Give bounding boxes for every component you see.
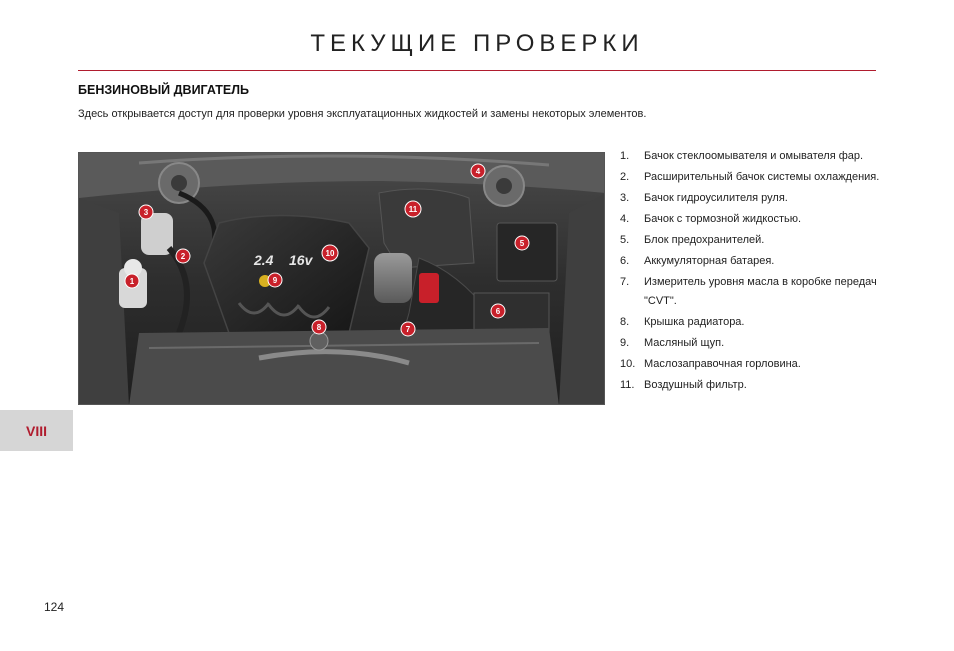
engine-cover-displacement: 2.4 [253, 252, 274, 268]
marker-1: 1 [124, 273, 140, 289]
section-heading: БЕНЗИНОВЫЙ ДВИГАТЕЛЬ [78, 83, 249, 97]
svg-text:10: 10 [326, 249, 335, 258]
marker-5: 5 [514, 235, 530, 251]
marker-10: 10 [321, 244, 339, 262]
list-item: 5.Блок предохранителей. [620, 234, 765, 246]
list-item: 1.Бачок стеклоомывателя и омывателя фар. [620, 150, 864, 162]
svg-text:5: 5 [520, 239, 525, 248]
svg-text:11: 11 [409, 205, 418, 214]
svg-text:9: 9 [273, 276, 278, 285]
svg-text:8: 8 [317, 323, 322, 332]
list-item: 8.Крышка радиатора. [620, 316, 745, 328]
parts-list: 1.Бачок стеклоомывателя и омывателя фар.… [620, 147, 890, 397]
marker-3: 3 [138, 204, 154, 220]
chapter-tab: VIII [0, 410, 73, 451]
engine-cover-valves: 16v [289, 252, 314, 268]
svg-text:1: 1 [130, 277, 135, 286]
page-title: ТЕКУЩИЕ ПРОВЕРКИ [310, 30, 644, 57]
marker-8: 8 [311, 319, 327, 335]
marker-6: 6 [490, 303, 506, 319]
list-item: 6.Аккумуляторная батарея. [620, 255, 775, 267]
svg-text:4: 4 [476, 167, 481, 176]
svg-text:6: 6 [496, 307, 501, 316]
svg-text:3: 3 [144, 208, 149, 217]
list-item: 10.Маслозаправочная горловина. [620, 358, 801, 370]
svg-text:7: 7 [406, 325, 411, 334]
engine-bay-photo: 2.4 16v 1 2 3 [78, 152, 605, 405]
svg-text:2: 2 [181, 252, 186, 261]
marker-9: 9 [267, 272, 283, 288]
chapter-tab-label: VIII [25, 422, 47, 439]
list-item: 2.Расширительный бачок системы охлаждени… [620, 171, 880, 183]
list-item: 7.Измеритель уровня масла в коробке пере… [620, 276, 877, 307]
marker-4: 4 [470, 163, 486, 179]
marker-7: 7 [400, 321, 416, 337]
list-item: 4.Бачок с тормозной жидкостью. [620, 213, 802, 225]
marker-2: 2 [175, 248, 191, 264]
page-number: 124 [44, 600, 65, 614]
list-item: 11.Воздушный фильтр. [620, 379, 747, 391]
list-item: 3.Бачок гидроусилителя руля. [620, 192, 788, 204]
marker-11: 11 [404, 200, 422, 218]
list-item: 9.Масляный щуп. [620, 337, 725, 349]
title-divider [78, 70, 876, 71]
intro-text: Здесь открывается доступ для проверки ур… [78, 108, 647, 120]
